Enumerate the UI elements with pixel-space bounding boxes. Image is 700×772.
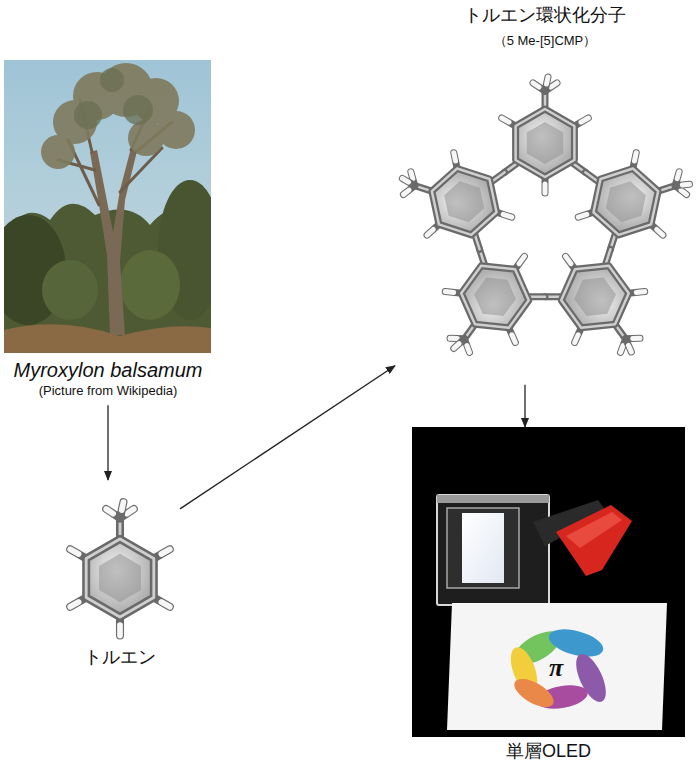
tree-photo	[41, 135, 75, 169]
caption-text: 単層OLED	[412, 740, 685, 763]
molecule-node: トルエン環状化分子 （5 Me-[5]CMP）	[395, 4, 695, 385]
oled-photo	[566, 512, 622, 548]
logo-symbol: π	[549, 655, 563, 681]
cyclic-molecule	[388, 140, 525, 258]
tree-photo	[74, 101, 102, 129]
flow-arrow	[107, 405, 108, 480]
cyclic-molecule	[531, 231, 669, 376]
toluene-molecule	[70, 502, 170, 635]
tree-photo	[4, 324, 211, 353]
tree-photo	[41, 63, 195, 169]
oled-photo	[447, 603, 667, 730]
tree-photo	[123, 95, 153, 125]
cyclic-molecule	[421, 231, 559, 376]
sub-caption: (Picture from Wikipedia)	[0, 383, 216, 399]
flow-arrow	[180, 366, 395, 509]
photo-node: 単層OLED	[412, 427, 685, 765]
oled-photo	[447, 508, 519, 588]
oled-photo	[556, 505, 632, 576]
photo-node: Myroxylon balsamum(Picture from Wikipedi…	[0, 60, 216, 405]
tree-photo	[4, 60, 211, 353]
oled-photo	[412, 427, 685, 737]
caption-text: トルエン環状化分子	[395, 4, 695, 27]
tree-photo	[100, 68, 124, 92]
cyclic-molecule	[502, 77, 589, 193]
cyclic-molecule	[565, 140, 700, 258]
oled-photo	[543, 655, 569, 681]
tree-photo	[128, 120, 164, 156]
molecule-node: トルエン	[60, 480, 180, 673]
cyclic-molecule	[388, 77, 700, 376]
toluene-molecule	[70, 502, 170, 635]
oled-photo	[437, 495, 549, 605]
sub-caption: （5 Me-[5]CMP）	[395, 33, 695, 49]
oled-photo	[462, 513, 504, 583]
oled-photo	[412, 427, 685, 737]
tree-photo	[74, 68, 153, 129]
flow-arrow	[524, 385, 525, 427]
tree-photo	[120, 250, 180, 320]
caption-text: Myroxylon balsamum	[0, 358, 216, 383]
caption-text: トルエン	[60, 646, 180, 669]
oled-photo	[437, 495, 549, 503]
tree-photo	[90, 148, 137, 335]
tree-photo	[42, 260, 98, 320]
oled-photo	[505, 624, 612, 712]
